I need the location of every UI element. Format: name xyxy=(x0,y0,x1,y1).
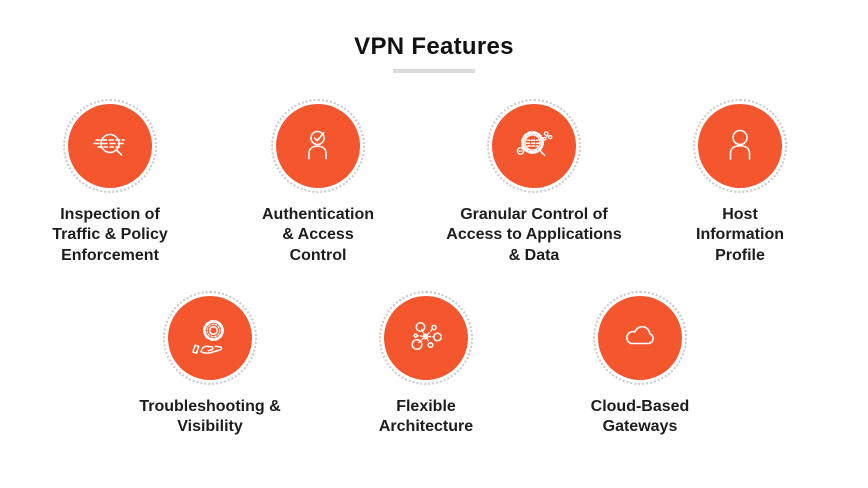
feature-label: Inspection of Traffic & Policy Enforceme… xyxy=(52,206,168,264)
feature-circle xyxy=(68,104,152,188)
feature-circle xyxy=(384,296,468,380)
cloud-icon xyxy=(617,315,663,361)
dotted-ring xyxy=(63,99,157,193)
feature-label: Troubleshooting & Visibility xyxy=(139,398,281,436)
feature-label: Granular Control of Access to Applicatio… xyxy=(446,206,622,264)
feature-circle xyxy=(492,104,576,188)
user-profile-icon xyxy=(717,123,763,169)
traffic-inspection-magnifier-icon xyxy=(87,123,133,169)
dotted-ring xyxy=(163,291,257,385)
dotted-ring xyxy=(593,291,687,385)
feature-label: Host Information Profile xyxy=(696,206,784,264)
feature-circle xyxy=(598,296,682,380)
feature-granular-control: Granular Control of Access to Applicatio… xyxy=(424,99,644,266)
network-nodes-icon xyxy=(403,315,449,361)
feature-label: Flexible Architecture xyxy=(378,398,474,436)
hand-gear-icon xyxy=(187,315,233,361)
feature-circle xyxy=(168,296,252,380)
feature-traffic-inspection: Inspection of Traffic & Policy Enforceme… xyxy=(0,99,220,266)
feature-flexible-architecture: Flexible Architecture xyxy=(316,291,536,438)
feature-troubleshooting: Troubleshooting & Visibility xyxy=(100,291,320,438)
user-check-icon xyxy=(295,123,341,169)
dotted-ring xyxy=(271,99,365,193)
feature-host-information: Host Information Profile xyxy=(630,99,850,266)
page-title: VPN Features xyxy=(354,33,514,60)
dotted-ring xyxy=(487,99,581,193)
feature-circle xyxy=(698,104,782,188)
gear-magnifier-icon xyxy=(511,123,557,169)
feature-cloud-gateways: Cloud-Based Gateways xyxy=(530,291,750,438)
feature-circle xyxy=(276,104,360,188)
feature-label: Cloud-Based Gateways xyxy=(590,398,690,436)
dotted-ring xyxy=(693,99,787,193)
feature-authentication: Authentication & Access Control xyxy=(208,99,428,266)
title-underline xyxy=(393,69,475,73)
feature-label: Authentication & Access Control xyxy=(262,206,374,264)
dotted-ring xyxy=(379,291,473,385)
